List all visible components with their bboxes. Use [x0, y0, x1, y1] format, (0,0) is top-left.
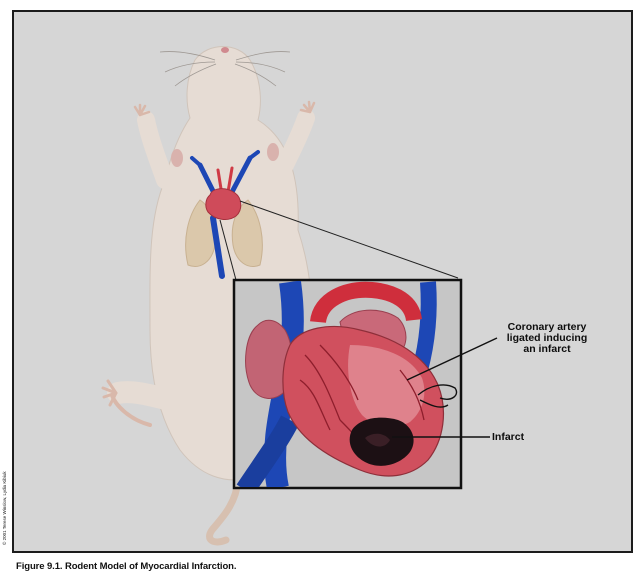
- small-heart: [206, 189, 241, 220]
- rat-nose: [221, 47, 229, 53]
- coronary-artery-label: Coronary artery ligated inducing an infa…: [472, 322, 622, 355]
- copyright-notice: © 2001 Terese Winslow, Lydia Kibiuk: [2, 471, 7, 545]
- figure-caption: Figure 9.1. Rodent Model of Myocardial I…: [16, 561, 236, 572]
- coronary-label-line3: an infarct: [472, 344, 622, 355]
- vena-cava-right: [420, 282, 429, 370]
- infarct-label: Infarct: [492, 432, 524, 443]
- rat-tail: [210, 480, 238, 542]
- inset-box: [234, 280, 461, 490]
